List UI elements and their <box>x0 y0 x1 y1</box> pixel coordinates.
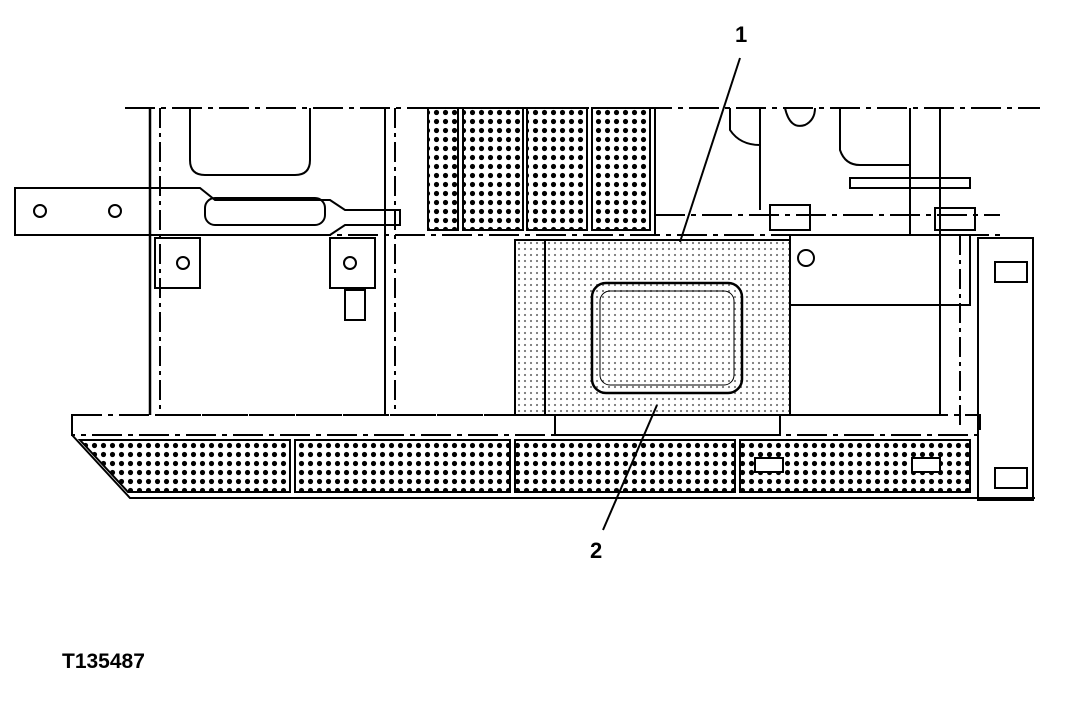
access-panel <box>514 239 791 436</box>
callout-2-label: 2 <box>590 538 602 563</box>
callout-1: 1 <box>735 22 747 47</box>
callout-2: 2 <box>590 538 602 563</box>
figure-id-label: T135487 <box>62 650 145 673</box>
frame-outline <box>14 107 1040 501</box>
leader-lines <box>602 57 741 531</box>
callout-1-label: 1 <box>735 22 747 47</box>
upper-grating <box>427 107 651 231</box>
step-grating <box>77 439 971 493</box>
